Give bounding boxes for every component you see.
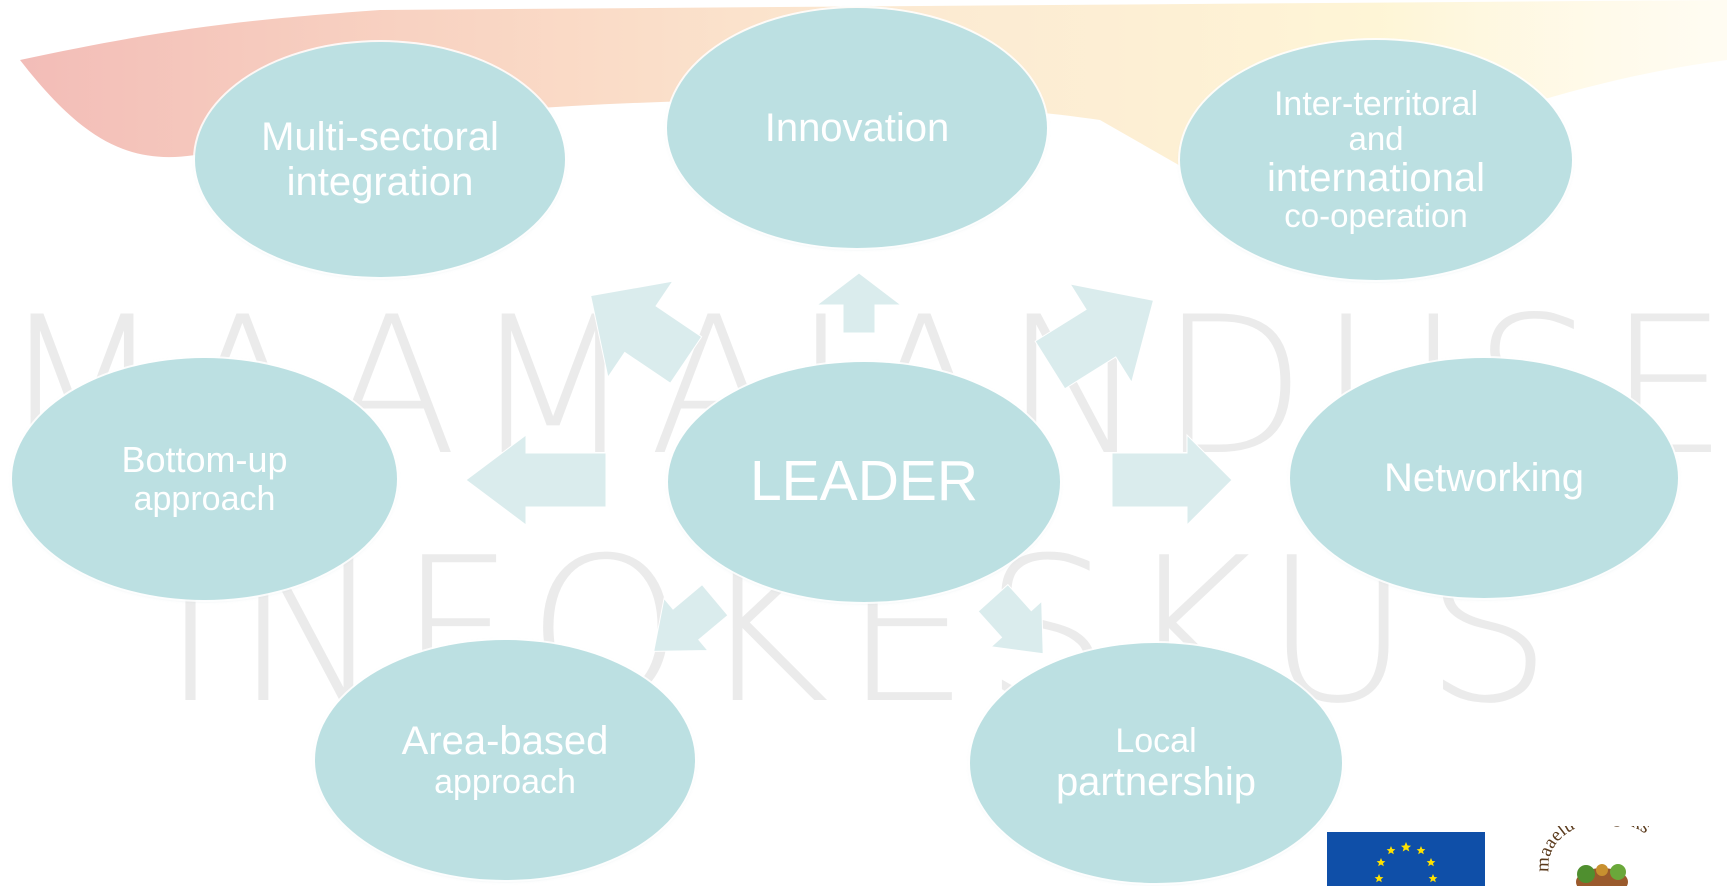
node-leader-label: LEADER <box>749 449 979 514</box>
node-bottom-line-1: Bottom-up <box>121 438 288 480</box>
node-inter-line-4: co-operation <box>1284 197 1468 235</box>
node-local-partnership: Local partnership <box>970 643 1342 883</box>
arrow-to-innovation <box>815 272 903 334</box>
node-inter-territoral-co-operation: Inter-territoral and international co-op… <box>1180 40 1572 280</box>
maaelu-arenguks-logo: maaelu arenguks <box>1520 826 1680 886</box>
arrow-to-networking <box>1111 433 1233 527</box>
node-area-based-approach: Area-based approach <box>315 640 695 880</box>
node-innovation-line-1: Innovation <box>764 106 950 150</box>
node-networking-line-1: Networking <box>1383 455 1585 500</box>
arrow-to-area-based <box>653 583 729 652</box>
node-local-line-2: partnership <box>1055 759 1257 804</box>
eu-flag-icon <box>1327 832 1485 886</box>
node-area-line-2: approach <box>434 763 576 802</box>
node-local-line-1: Local <box>1115 721 1197 760</box>
arrow-to-bottom-up <box>465 434 607 526</box>
node-inter-line-3: international <box>1267 155 1485 200</box>
node-bottom-line-2: approach <box>133 480 276 519</box>
node-innovation: Innovation <box>667 8 1047 248</box>
node-inter-line-1: Inter-territoral <box>1273 84 1479 123</box>
node-multi-sectoral-integration: Multi-sectoral integration <box>195 42 565 277</box>
node-networking: Networking <box>1290 358 1678 598</box>
arrow-to-inter-territoral <box>1034 283 1155 390</box>
node-bottom-up-approach: Bottom-up approach <box>12 358 397 600</box>
arrow-to-local-partnership <box>977 583 1044 655</box>
node-leader-center: LEADER <box>668 362 1060 602</box>
node-multi-line-1: Multi-sectoral <box>261 114 499 159</box>
svg-text:maaelu arenguks: maaelu arenguks <box>1532 826 1654 872</box>
node-multi-line-2: integration <box>286 159 474 204</box>
node-inter-line-2: and <box>1348 119 1404 157</box>
node-area-line-1: Area-based <box>401 718 609 763</box>
arrow-to-multi-sectoral <box>590 280 703 384</box>
